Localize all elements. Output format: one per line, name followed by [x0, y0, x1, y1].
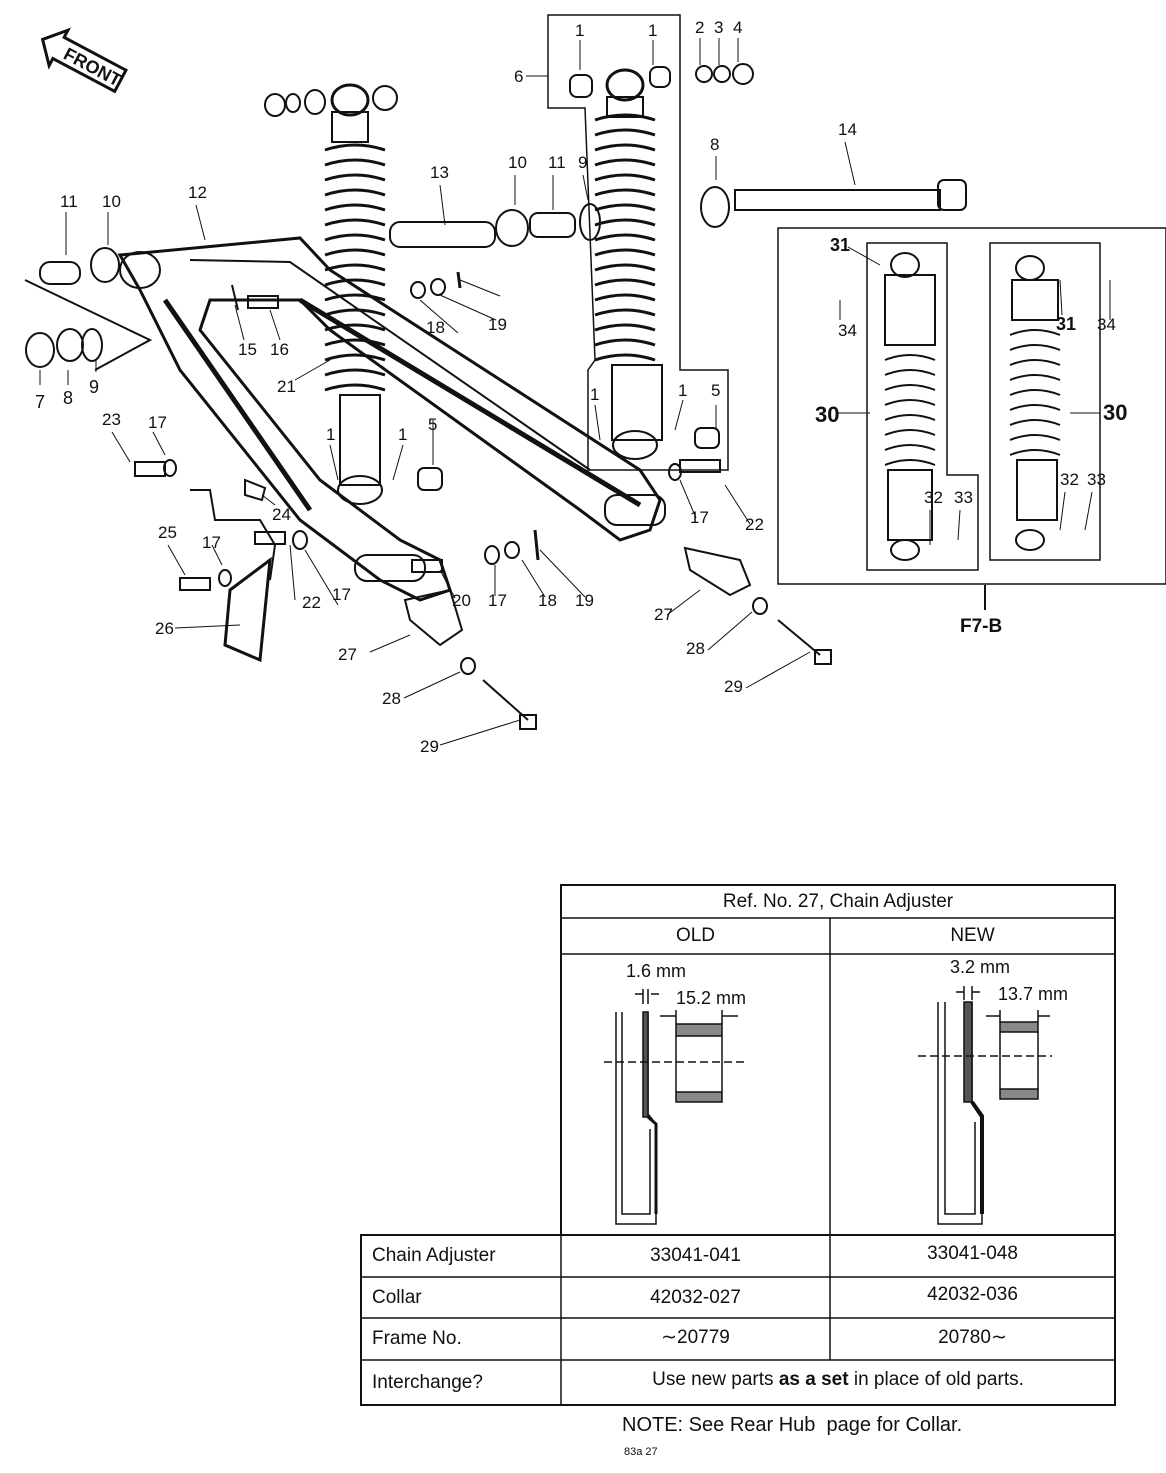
callout: 10 [508, 153, 527, 172]
callout: 22 [302, 593, 321, 612]
callout: 11 [60, 192, 78, 211]
callout: 9 [89, 377, 99, 397]
column-old: OLD [675, 925, 716, 946]
callout: 7 [35, 392, 45, 412]
swingarm-exploded-diagram: FRONT [24, 14, 1166, 756]
callout: 18 [426, 318, 445, 337]
new-dim-thickness: 3.2 mm [950, 956, 1011, 977]
shock-absorber-right [594, 68, 663, 460]
pivot-shaft-assembly [389, 179, 967, 248]
callout: 1 [678, 381, 687, 400]
callout: 33 [954, 488, 973, 507]
callout: 24 [272, 505, 291, 524]
interchange-label: Interchange? [372, 1371, 483, 1393]
callout: 32 [924, 488, 943, 507]
callout: 2 [695, 18, 704, 37]
interchange-bold: as a set [778, 1369, 849, 1390]
callout: 22 [745, 515, 764, 534]
row-new-value: 42032-036 [927, 1284, 1018, 1305]
callout: 29 [724, 677, 743, 696]
callout: 14 [838, 120, 857, 139]
callout: 1 [326, 425, 335, 444]
callout: 12 [188, 183, 207, 202]
row-label: Chain Adjuster [372, 1245, 496, 1266]
callout: 34 [838, 321, 857, 340]
callout: 31 [1056, 314, 1076, 334]
callout: 25 [158, 523, 177, 542]
callout: 34 [1097, 315, 1116, 334]
callout: 4 [733, 18, 742, 37]
callout: 5 [711, 381, 720, 400]
column-new: NEW [950, 925, 995, 946]
callout: 30 [1103, 400, 1127, 425]
callout: 17 [332, 585, 351, 604]
callout: 27 [338, 645, 357, 664]
inset-label: F7-B [960, 616, 1002, 637]
callout: 19 [488, 315, 507, 334]
collar-note: NOTE: See Rear Hub page for Collar. [622, 1414, 963, 1436]
callout: 1 [398, 425, 407, 444]
callout: 15 [238, 340, 257, 359]
callout: 3 [714, 18, 723, 37]
inset-f7-b [777, 227, 1166, 610]
callout: 28 [686, 639, 705, 658]
interchange-text: Use new parts as a set in place of old p… [561, 1360, 1115, 1400]
callout: 33 [1087, 470, 1106, 489]
callout: 10 [102, 192, 121, 211]
swing-arm [117, 236, 666, 602]
callout: 26 [155, 619, 174, 638]
callout: 9 [578, 153, 587, 172]
callout: 1 [590, 385, 599, 404]
callout-numbers: 1 1 2 3 4 5 5 6 7 8 9 9 10 10 11 11 12 1… [35, 18, 1127, 756]
row-old-value: 42032-027 [650, 1286, 741, 1308]
row-old-value: ∼20779 [661, 1326, 730, 1348]
callout: 28 [382, 689, 401, 708]
row-label: Frame No. [372, 1328, 462, 1349]
old-adjuster-drawing [604, 989, 744, 1225]
callout: 8 [63, 388, 73, 408]
callout: 17 [148, 413, 167, 432]
callout: 19 [575, 591, 594, 610]
interchange-pre: Use new parts [652, 1369, 779, 1390]
row-old-value: 33041-041 [650, 1245, 741, 1266]
callout: 21 [277, 377, 296, 396]
small-parts [24, 63, 832, 730]
row-new-value: 33041-048 [927, 1243, 1018, 1264]
old-dim-width: 15.2 mm [676, 987, 747, 1008]
callout: 29 [420, 737, 439, 756]
callout: 1 [575, 21, 584, 40]
callout: 17 [690, 508, 709, 527]
callout: 6 [514, 67, 523, 86]
callout: 31 [830, 235, 850, 255]
callout: 27 [654, 605, 673, 624]
page-code: 83a 27 [624, 1446, 658, 1458]
table-grid [360, 884, 1116, 1406]
callout: 32 [1060, 470, 1079, 489]
callout: 18 [538, 591, 557, 610]
callout: 20 [452, 591, 471, 610]
front-arrow-badge: FRONT [40, 27, 128, 94]
row-new-value: 20780∼ [938, 1326, 1007, 1348]
callout: 1 [648, 21, 657, 40]
old-dim-thickness: 1.6 mm [626, 960, 687, 981]
callout: 8 [710, 135, 719, 154]
callout: 11 [548, 153, 566, 172]
shock-absorber-left [324, 83, 386, 505]
callout: 23 [102, 410, 121, 429]
callout: 17 [488, 591, 507, 610]
row-label: Collar [372, 1286, 422, 1308]
callout: 16 [270, 340, 289, 359]
new-adjuster-drawing [918, 986, 1052, 1225]
table-title: Ref. No. 27, Chain Adjuster [722, 890, 954, 912]
callout: 13 [430, 163, 449, 182]
interchange-post: in place of old parts. [848, 1369, 1024, 1390]
new-dim-width: 13.7 mm [998, 983, 1069, 1004]
callout: 17 [202, 533, 221, 552]
callout: 30 [815, 402, 839, 427]
chain-adjuster-table: Ref. No. 27, Chain Adjuster OLD NEW 1.6 … [360, 884, 1116, 1406]
